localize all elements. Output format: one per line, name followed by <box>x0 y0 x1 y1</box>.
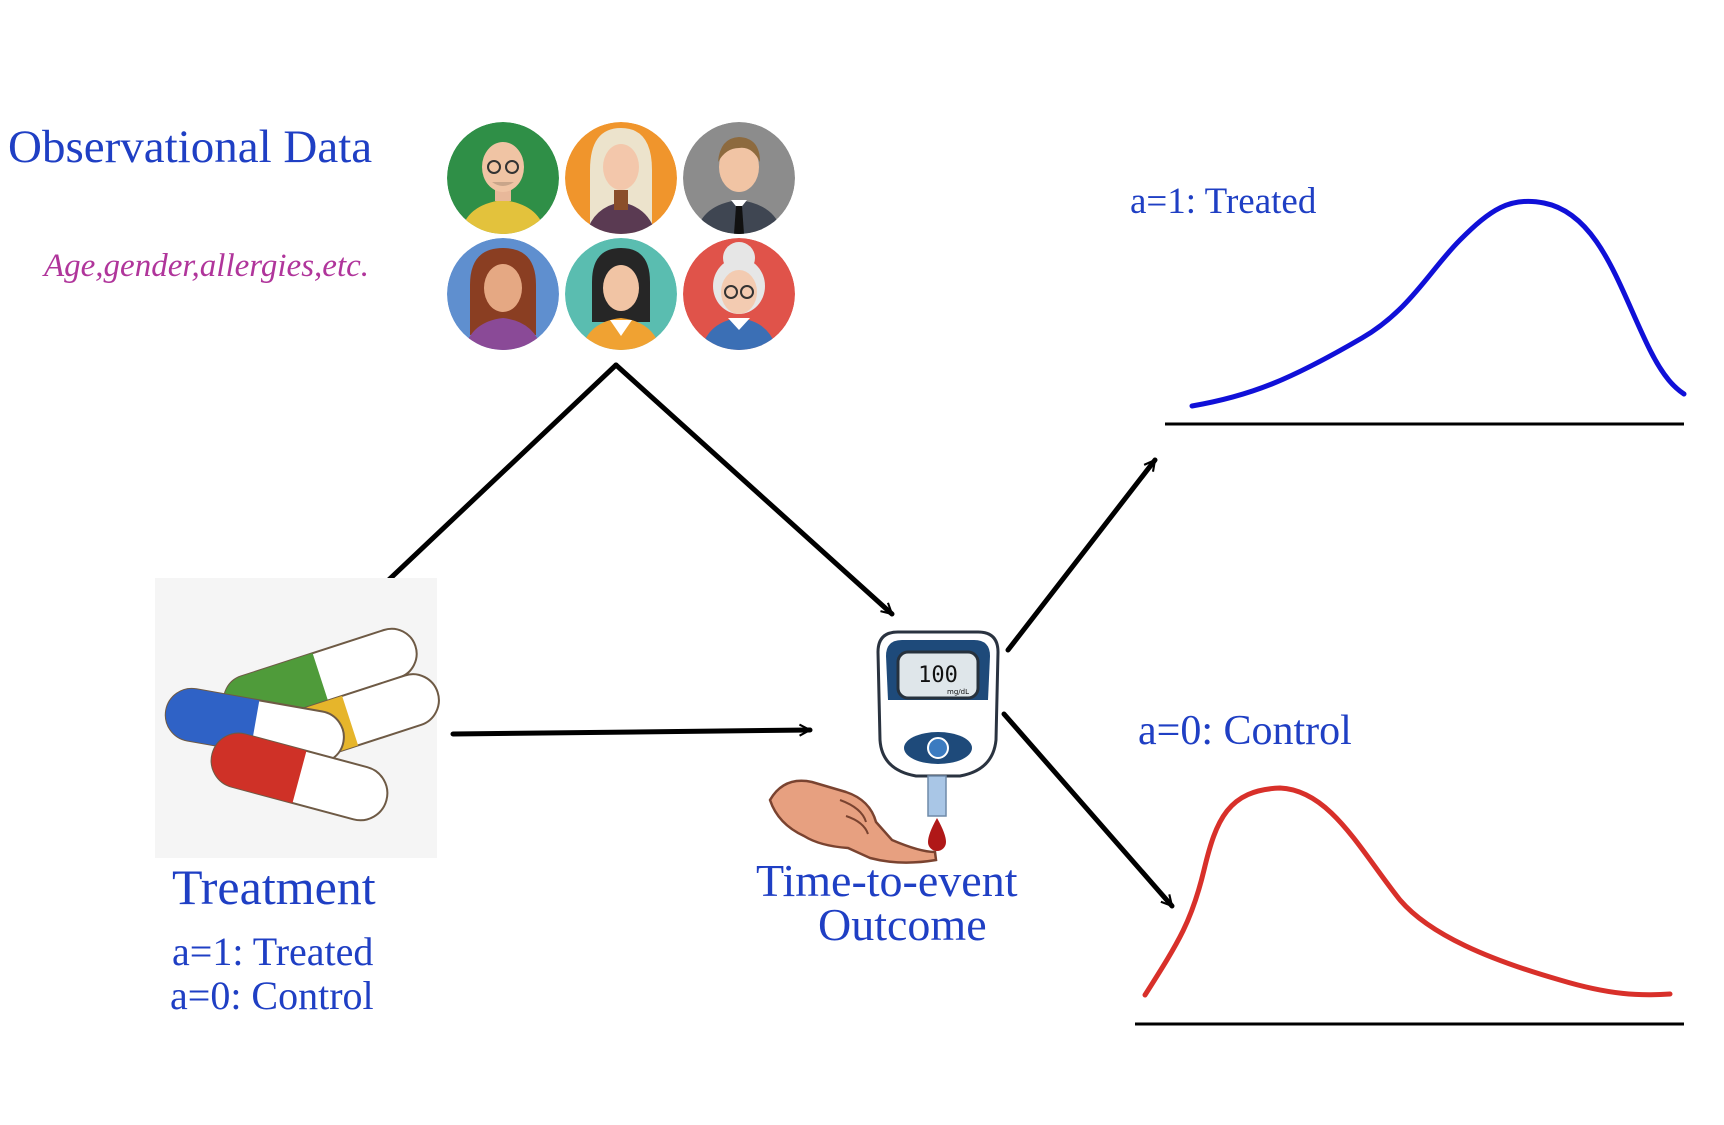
observational-data-title: Observational Data <box>8 121 373 173</box>
pills-icon <box>155 578 440 858</box>
man-tie-avatar-icon <box>683 122 795 234</box>
arrow-outcome-to-control <box>1001 711 1175 909</box>
arrow-data-to-outcome <box>613 362 895 617</box>
control-curve-label: a=0: Control <box>1138 708 1352 754</box>
meter-reading: 100 <box>918 663 958 688</box>
treatment-title: Treatment <box>172 859 376 915</box>
arrow-treatment-to-outcome <box>450 730 813 734</box>
treated-curve-label: a=1: Treated <box>1130 181 1317 222</box>
outcome-title-line2: Outcome <box>818 899 987 950</box>
causal-arrows <box>337 362 1175 909</box>
treatment-control-label: a=0: Control <box>170 973 374 1018</box>
treatment-treated-label: a=1: Treated <box>172 929 374 974</box>
man-glasses-avatar-icon <box>447 122 559 234</box>
treated-curve <box>1189 198 1687 409</box>
long-hair-woman-avatar-icon <box>565 122 677 234</box>
brown-hair-woman-avatar-icon <box>447 238 559 350</box>
treated-distribution <box>1165 198 1687 426</box>
covariates-label: Age,gender,allergies,etc. <box>44 248 370 284</box>
patient-avatar-grid <box>447 122 795 350</box>
dark-hair-woman-avatar-icon <box>565 238 677 350</box>
glucose-meter-icon: 100 mg/dL <box>768 630 1000 864</box>
outcome-title-line1: Time-to-event <box>756 855 1018 906</box>
control-curve <box>1142 785 1673 998</box>
meter-unit: mg/dL <box>947 688 969 696</box>
grandmother-avatar-icon <box>683 238 795 350</box>
arrow-outcome-to-treated <box>1005 457 1158 653</box>
control-distribution <box>1135 785 1684 1026</box>
